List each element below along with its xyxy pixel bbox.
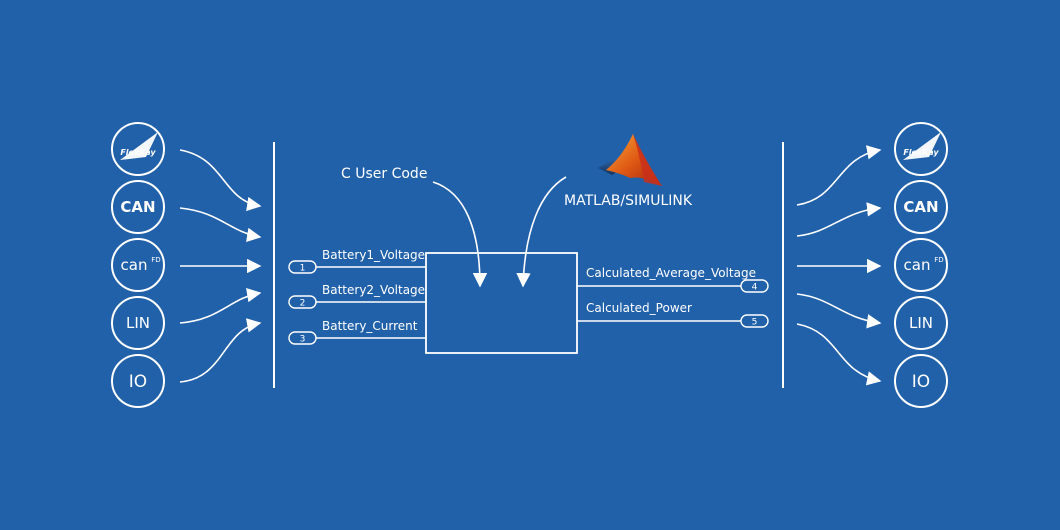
canfd-label: can [121, 256, 148, 274]
arrow-can-out [796, 202, 882, 237]
port-number: 1 [300, 264, 306, 274]
matlab-arrow [516, 176, 567, 288]
output-ports: 4 Calculated_Average_Voltage 5 Calculate… [577, 266, 769, 328]
lin-icon: LIN [894, 296, 948, 350]
canfd-icon: can FD [894, 238, 948, 292]
canfd-label: can [904, 256, 931, 274]
signal-label: Battery2_Voltage [322, 283, 425, 297]
c-user-code-arrow [432, 181, 488, 288]
io-label: IO [912, 372, 930, 392]
right-output-arrows [796, 145, 882, 386]
lin-icon: LIN [111, 296, 165, 350]
signal-label: Battery_Current [322, 319, 418, 333]
input-port-3: 3 Battery_Current [288, 319, 426, 345]
canfd-suffix: FD [934, 256, 943, 264]
output-port-5: 5 Calculated_Power [577, 301, 769, 328]
can-label: CAN [903, 198, 938, 216]
can-label: CAN [120, 198, 155, 216]
flexray-icon: FlexRay [111, 122, 165, 176]
lin-label: LIN [909, 314, 933, 332]
port-number: 4 [752, 283, 758, 293]
arrow-lin-in [179, 288, 262, 324]
arrow-io-in [179, 318, 262, 383]
port-number: 3 [300, 335, 306, 345]
io-icon: IO [111, 354, 165, 408]
port-number: 2 [300, 299, 306, 309]
canfd-suffix: FD [151, 256, 160, 264]
c-user-code-label: C User Code [341, 166, 427, 182]
signal-label: Battery1_Voltage [322, 248, 425, 262]
port-number: 5 [752, 318, 758, 328]
canfd-icon: can FD [111, 238, 165, 292]
input-ports: 1 Battery1_Voltage 2 Battery2_Voltage 3 … [288, 248, 426, 345]
signal-label: Calculated_Average_Voltage [586, 266, 756, 280]
arrow-flexray-out [796, 145, 882, 206]
arrow-lin-out [796, 293, 882, 329]
input-port-2: 2 Battery2_Voltage [288, 283, 426, 309]
lin-label: LIN [126, 314, 150, 332]
arrow-can-in [179, 207, 262, 242]
can-icon: CAN [894, 180, 948, 234]
arrow-flexray-in [179, 149, 262, 212]
left-input-arrows [179, 149, 262, 383]
io-label: IO [129, 372, 147, 392]
signal-label: Calculated_Power [586, 301, 692, 315]
output-port-4: 4 Calculated_Average_Voltage [577, 266, 769, 293]
arrow-io-out [796, 323, 882, 386]
input-port-1: 1 Battery1_Voltage [288, 248, 426, 274]
model-block [425, 252, 578, 354]
io-icon: IO [894, 354, 948, 408]
left-bus-icons: FlexRay CAN can FD LIN IO [111, 122, 165, 408]
flexray-icon: FlexRay [894, 122, 948, 176]
matlab-label: MATLAB/SIMULINK [564, 193, 693, 209]
flexray-label: FlexRay [903, 148, 939, 157]
can-icon: CAN [111, 180, 165, 234]
right-bus-icons: FlexRay CAN can FD LIN IO [894, 122, 948, 408]
matlab-icon [598, 134, 662, 186]
flexray-label: FlexRay [120, 148, 156, 157]
